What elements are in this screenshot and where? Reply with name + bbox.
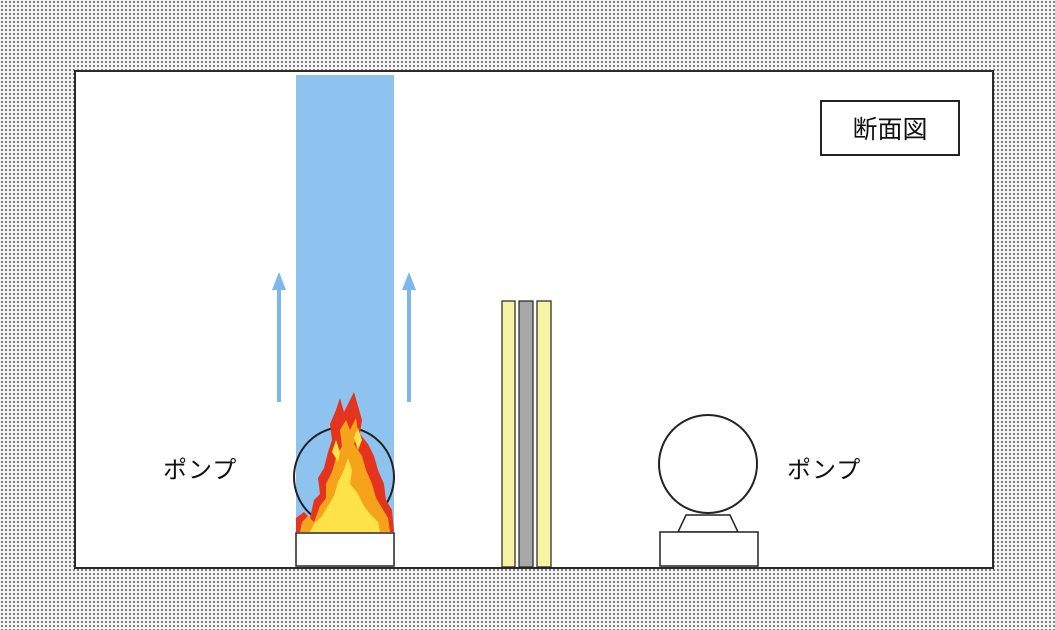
- right-pump-label: ポンプ: [787, 456, 862, 484]
- arrow-up-icon: [402, 272, 416, 402]
- arrow-up-icon: [272, 272, 286, 402]
- fire-icon: [296, 392, 394, 532]
- section-view-label: 断面図: [820, 100, 960, 156]
- pump-icon: [658, 414, 759, 567]
- partition-wall: [501, 300, 552, 568]
- left-pump-label: ポンプ: [163, 456, 238, 484]
